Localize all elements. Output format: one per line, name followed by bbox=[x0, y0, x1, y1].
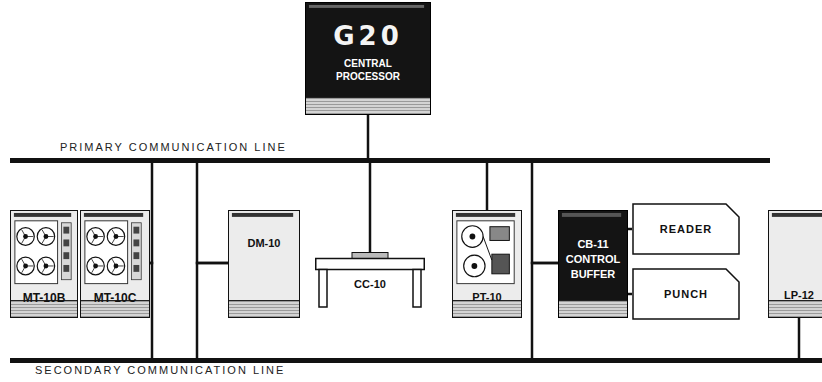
tape-cabinet: MT-10B bbox=[10, 210, 78, 318]
reader-unit: READER bbox=[632, 203, 740, 255]
connector-line bbox=[532, 263, 558, 358]
connector-line bbox=[150, 163, 152, 263]
vent-grille bbox=[306, 97, 430, 114]
connector-line bbox=[798, 318, 801, 358]
vent-grille bbox=[559, 300, 627, 317]
connector-line bbox=[367, 115, 370, 158]
text-group: LP-12 bbox=[769, 289, 822, 301]
text-group: READER bbox=[632, 203, 740, 255]
text-group: MT-10C bbox=[81, 291, 149, 305]
printer-cabinet: LP-12 bbox=[768, 210, 822, 318]
text-group: CB-11 CONTROL BUFFER bbox=[559, 237, 627, 282]
text-group: PUNCH bbox=[632, 268, 740, 320]
unit-label: CB-11 CONTROL BUFFER bbox=[559, 237, 627, 282]
unit-label: CC-10 bbox=[315, 278, 425, 290]
connector-line bbox=[532, 163, 558, 263]
paper-tape-cabinet: PT-10 bbox=[452, 210, 522, 318]
connector-line bbox=[628, 293, 632, 296]
unit-illustration bbox=[769, 211, 822, 317]
communication-line: SECONDARY COMMUNICATION LINE bbox=[10, 358, 822, 363]
text-group: MT-10B bbox=[11, 291, 77, 305]
text-group: G20CENTRAL PROCESSOR bbox=[306, 21, 430, 83]
console-desk: CC-10 bbox=[315, 252, 425, 308]
text-group: PRIMARY COMMUNICATION LINE bbox=[60, 141, 287, 153]
text-group: DM-10 bbox=[229, 237, 299, 249]
unit-label: MT-10C bbox=[81, 291, 149, 305]
connector-line bbox=[628, 228, 632, 231]
line-label: PRIMARY COMMUNICATION LINE bbox=[60, 141, 287, 153]
unit-label: PT-10 bbox=[453, 291, 521, 303]
connector-line bbox=[197, 163, 228, 263]
unit-illustration bbox=[229, 211, 299, 317]
processor-cabinet: G20CENTRAL PROCESSOR bbox=[305, 2, 431, 115]
text-group: CC-10 bbox=[315, 278, 425, 290]
text-group: PT-10 bbox=[453, 291, 521, 303]
unit-label: DM-10 bbox=[229, 237, 299, 249]
connector-line bbox=[150, 263, 152, 358]
tape-cabinet: MT-10C bbox=[80, 210, 150, 318]
unit-label: LP-12 bbox=[769, 289, 822, 301]
unit-label: READER bbox=[660, 223, 712, 235]
connector-line bbox=[369, 163, 372, 252]
punch-unit: PUNCH bbox=[632, 268, 740, 320]
brand-logo: G20 bbox=[306, 21, 430, 51]
disk-cabinet: DM-10 bbox=[228, 210, 300, 318]
control-buffer: CB-11 CONTROL BUFFER bbox=[558, 210, 628, 318]
line-label: SECONDARY COMMUNICATION LINE bbox=[35, 364, 285, 376]
text-group: SECONDARY COMMUNICATION LINE bbox=[35, 364, 285, 376]
unit-label: CENTRAL PROCESSOR bbox=[322, 57, 414, 83]
vent-grille bbox=[769, 300, 822, 317]
connector-line bbox=[197, 263, 228, 358]
unit-label: PUNCH bbox=[664, 288, 708, 300]
communication-line: PRIMARY COMMUNICATION LINE bbox=[10, 158, 770, 163]
connector-line bbox=[486, 163, 489, 210]
vent-grille bbox=[229, 300, 299, 317]
unit-label: MT-10B bbox=[11, 291, 77, 305]
